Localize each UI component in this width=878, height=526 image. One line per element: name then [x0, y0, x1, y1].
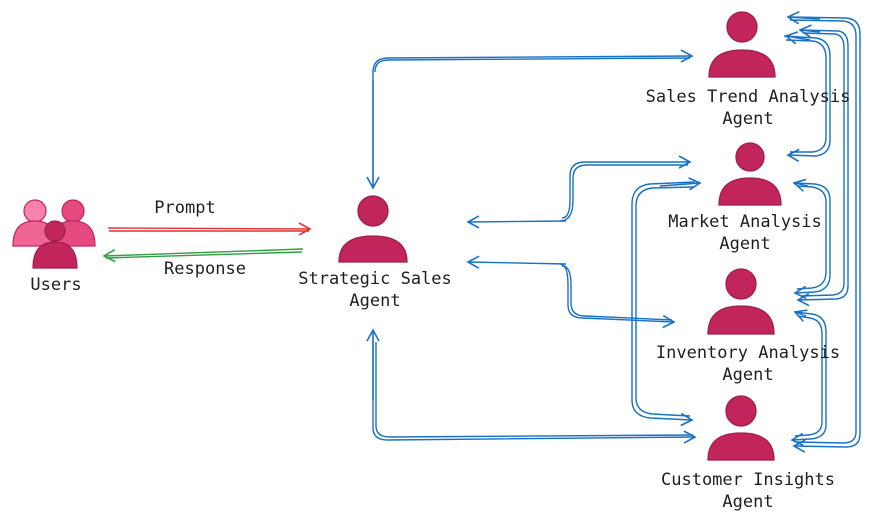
- sales-trend-agent-label: Sales Trend Analysis Agent: [628, 86, 868, 130]
- person-head-icon: [725, 268, 757, 300]
- users-group-icon: [12, 199, 96, 269]
- response-arrow: [102, 248, 304, 263]
- inventory-analysis-agent-line2: Agent: [722, 365, 774, 385]
- sales-trend-agent-line2: Agent: [722, 109, 774, 129]
- person-head-icon: [357, 195, 389, 227]
- users-label: Users: [30, 275, 82, 295]
- person-head-icon: [726, 11, 758, 43]
- strategic-agent-icon: [338, 195, 408, 263]
- inventory-agent-icon: [707, 268, 775, 335]
- person-head-icon: [735, 142, 765, 172]
- sales-trend-agent-line1: Sales Trend Analysis: [645, 87, 851, 107]
- market-analysis-agent-line1: Market Analysis: [668, 212, 822, 232]
- agent-connections: [366, 10, 861, 453]
- customer-insights-agent-label: Customer Insights Agent: [638, 469, 858, 513]
- inventory-analysis-agent-line1: Inventory Analysis: [655, 343, 841, 363]
- person-body-icon: [707, 305, 775, 335]
- response-label: Response: [164, 259, 246, 279]
- market-agent-icon: [718, 142, 782, 206]
- person-body-icon: [718, 177, 782, 206]
- market-analysis-agent-label: Market Analysis Agent: [645, 211, 845, 255]
- sales-trend-agent-icon: [708, 11, 776, 78]
- strategic-sales-agent-label: Strategic Sales Agent: [270, 268, 480, 312]
- person-body-icon: [707, 432, 775, 461]
- customer-agent-icon: [707, 395, 775, 461]
- prompt-arrow: [107, 222, 312, 236]
- inventory-analysis-agent-label: Inventory Analysis Agent: [638, 342, 858, 386]
- person-body-icon: [338, 235, 408, 263]
- strategic-sales-agent-line2: Agent: [349, 291, 401, 311]
- person-head-icon: [725, 395, 757, 427]
- person-body-icon: [708, 49, 776, 78]
- agent-icons: [338, 11, 782, 461]
- market-analysis-agent-line2: Agent: [719, 234, 771, 254]
- strategic-sales-agent-line1: Strategic Sales: [298, 269, 452, 289]
- prompt-label: Prompt: [154, 198, 216, 218]
- customer-insights-agent-line2: Agent: [722, 492, 774, 512]
- customer-insights-agent-line1: Customer Insights: [661, 470, 835, 490]
